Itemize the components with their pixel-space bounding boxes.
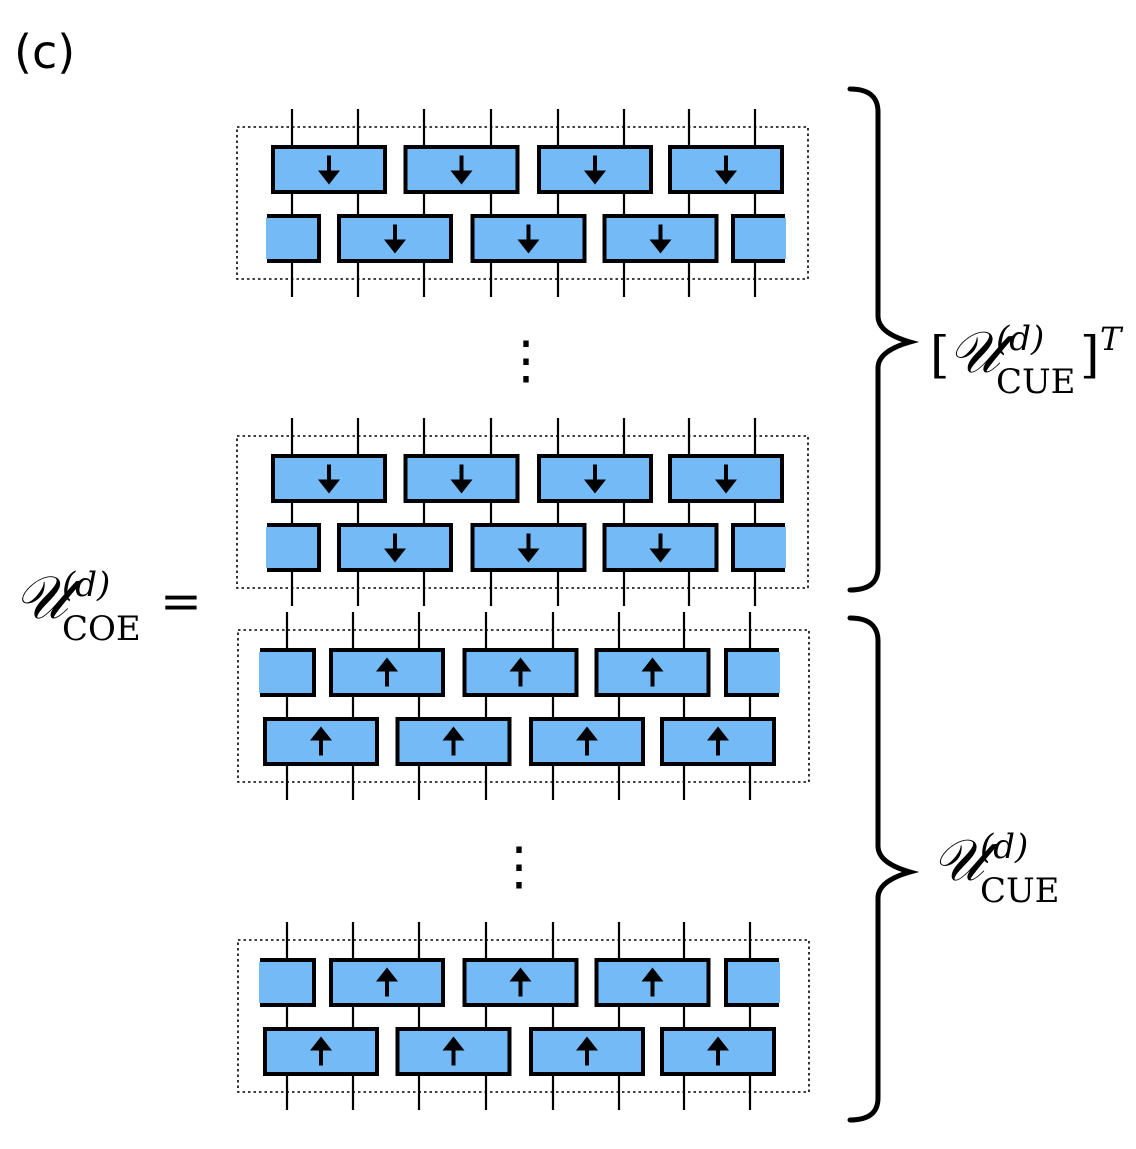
gate-partial-right	[731, 523, 785, 572]
gate-arrow-head	[509, 657, 532, 672]
gate-arrow-head	[715, 479, 737, 494]
ellipsis-lower: ⋮	[493, 837, 545, 897]
dotted-frame	[236, 435, 809, 589]
gate-partial-left	[260, 958, 316, 1007]
blocks-layer	[236, 109, 810, 1110]
ellipsis-upper: ⋮	[500, 331, 552, 391]
upper-curly-brace	[847, 86, 920, 593]
gate-partial-left	[267, 214, 321, 263]
gate-arrow-head	[715, 170, 737, 185]
gate-arrow-head	[576, 1036, 598, 1051]
gate-partial-left-open-edge	[259, 962, 263, 1003]
gate-arrow-head	[517, 548, 540, 563]
block-4	[237, 922, 810, 1110]
gate-arrow-head	[649, 239, 672, 254]
upper-power: T	[1100, 320, 1124, 358]
gate-arrow-head	[384, 548, 406, 563]
gate-arrow-head	[641, 967, 664, 982]
lower-curly-brace	[847, 615, 920, 1123]
gate-arrow-head	[442, 726, 465, 741]
gate-partial-right-open-edge	[782, 527, 786, 568]
lhs-formula: 𝒰 (d) COE =	[14, 563, 202, 649]
upper-superscript: (d)	[996, 319, 1044, 359]
block-1	[236, 109, 809, 297]
lower-superscript: (d)	[980, 827, 1028, 867]
gate-arrow-head	[450, 170, 473, 185]
equals-sign: =	[160, 572, 202, 630]
gate-arrow-head	[376, 657, 398, 672]
gate-partial-right	[724, 958, 779, 1007]
gate-arrow-head	[376, 967, 398, 982]
upper-group-label: [ 𝒰 (d) CUE ] T	[930, 318, 1124, 402]
gate-arrow-head	[517, 239, 540, 254]
gate-partial-right-open-edge	[782, 218, 786, 259]
gate-partial-right	[724, 648, 779, 697]
dotted-frame	[237, 939, 810, 1093]
dotted-frame	[236, 126, 809, 280]
dotted-frame	[237, 629, 810, 783]
gate-arrow-head	[310, 726, 332, 741]
block-3	[237, 612, 810, 800]
gate-partial-left-open-edge	[259, 652, 263, 693]
gate-arrow-head	[442, 1036, 465, 1051]
gate-arrow-head	[509, 967, 532, 982]
gate-arrow-head	[576, 726, 598, 741]
upper-subscript: CUE	[996, 362, 1076, 402]
gate-partial-right-open-edge	[776, 962, 780, 1003]
lower-subscript: CUE	[980, 871, 1060, 911]
gate-arrow-head	[318, 479, 340, 494]
gate-arrow-head	[649, 548, 672, 563]
gate-arrow-head	[641, 657, 664, 672]
panel-label: (c)	[14, 25, 75, 79]
gate-arrow-head	[384, 239, 406, 254]
upper-close-bracket: ]	[1080, 326, 1100, 384]
gate-arrow-head	[707, 1036, 729, 1051]
gate-arrow-head	[584, 170, 606, 185]
gate-partial-left-open-edge	[266, 218, 270, 259]
lhs-subscript: COE	[62, 609, 141, 649]
gate-partial-right	[731, 214, 785, 263]
lower-group-label: 𝒰 (d) CUE	[932, 826, 1060, 911]
gate-partial-left-open-edge	[266, 527, 270, 568]
gate-arrow-head	[707, 726, 729, 741]
gate-partial-left	[267, 523, 321, 572]
gate-arrow-head	[318, 170, 340, 185]
gate-arrow-head	[310, 1036, 332, 1051]
gate-partial-left	[260, 648, 316, 697]
gate-arrow-head	[450, 479, 473, 494]
gate-partial-right-open-edge	[776, 652, 780, 693]
upper-open-bracket: [	[930, 326, 950, 384]
gate-arrow-head	[584, 479, 606, 494]
block-2	[236, 418, 809, 606]
lhs-superscript: (d)	[62, 565, 110, 605]
